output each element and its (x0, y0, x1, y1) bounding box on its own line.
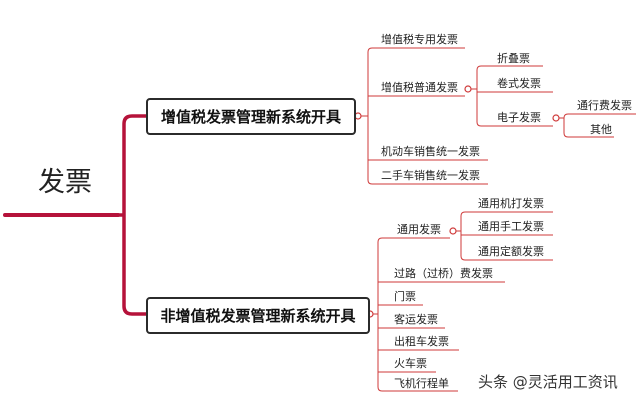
node-general-machine-invoice: 通用机打发票 (478, 197, 544, 210)
node-ticket: 门票 (394, 290, 416, 303)
node-general-manual-invoice: 通用手工发票 (478, 220, 544, 233)
node-electronic-invoice: 电子发票 (497, 111, 541, 124)
node-train-ticket: 火车票 (394, 357, 427, 370)
root-node: 发票 (38, 167, 92, 198)
node-taxi-invoice: 出租车发票 (394, 335, 449, 348)
branch-non-vat-system: 非增值税发票管理新系统开具 (146, 297, 370, 334)
node-vat-ordinary-invoice: 增值税普通发票 (381, 81, 458, 94)
node-vat-special-invoice: 增值税专用发票 (381, 33, 458, 46)
node-toll-bridge-invoice: 过路（过桥）费发票 (394, 267, 493, 280)
node-general-invoice: 通用发票 (397, 223, 441, 236)
node-general-fixed-invoice: 通用定额发票 (478, 245, 544, 258)
node-passenger-invoice: 客运发票 (394, 313, 438, 326)
node-roll-invoice: 卷式发票 (497, 77, 541, 90)
node-motor-vehicle-invoice: 机动车销售统一发票 (381, 145, 480, 158)
branch-vat-system: 增值税发票管理新系统开具 (146, 98, 356, 135)
watermark: 头条 @灵活用工资讯 (478, 373, 618, 391)
node-folded-invoice: 折叠票 (497, 52, 530, 65)
node-flight-itinerary: 飞机行程单 (394, 377, 449, 390)
node-other: 其他 (590, 123, 612, 136)
node-used-car-invoice: 二手车销售统一发票 (381, 169, 480, 182)
node-toll-invoice: 通行费发票 (577, 99, 632, 112)
